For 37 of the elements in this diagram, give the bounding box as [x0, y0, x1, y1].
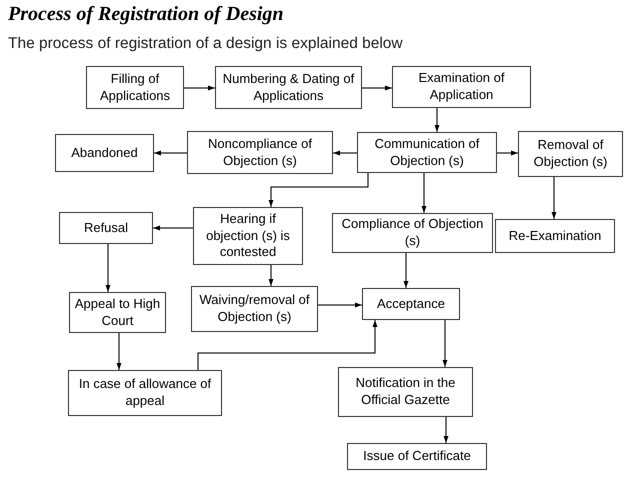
process-box: Examination of Application — [392, 66, 531, 108]
process-box: Compliance of Objection (s) — [332, 213, 493, 253]
arrow — [404, 252, 408, 288]
process-box: Noncompliance of Objection (s) — [187, 131, 333, 174]
arrow — [106, 244, 110, 292]
arrow — [442, 320, 448, 368]
arrow — [318, 302, 362, 308]
arrow — [268, 172, 368, 208]
process-box: In case of allowance of appeal — [68, 370, 222, 416]
process-box: Numbering & Dating of Applications — [215, 66, 362, 109]
arrow — [362, 86, 392, 90]
process-box: Hearing if objection (s) is contested — [193, 207, 303, 265]
arrow — [154, 150, 188, 156]
arrow — [268, 264, 274, 286]
arrow — [198, 320, 378, 370]
arrow — [422, 172, 426, 214]
process-box: Refusal — [59, 212, 153, 244]
arrow — [496, 150, 518, 156]
process-box: Waiving/removal of Objection (s) — [191, 286, 318, 332]
process-box: Filling of Applications — [86, 66, 184, 109]
process-box: Acceptance — [362, 288, 460, 320]
process-box: Notification in the Official Gazette — [338, 367, 473, 417]
diagram-title: Process of Registration of Design — [8, 2, 284, 27]
arrow — [184, 86, 216, 90]
arrow — [116, 332, 122, 370]
process-box: Issue of Certificate — [347, 443, 487, 470]
arrow — [434, 108, 440, 132]
process-box: Re-Examination — [495, 219, 615, 253]
process-box: Removal of Objection (s) — [518, 131, 623, 177]
process-box: Appeal to High Court — [69, 292, 166, 333]
subtitle-text: The process of registration of a design is explained below — [8, 34, 403, 54]
arrow — [152, 226, 194, 230]
process-box: Abandoned — [55, 134, 154, 172]
arrow — [552, 176, 556, 220]
arrow — [332, 150, 358, 156]
process-box: Communication of Objection (s) — [357, 132, 497, 173]
arrow — [444, 416, 448, 444]
